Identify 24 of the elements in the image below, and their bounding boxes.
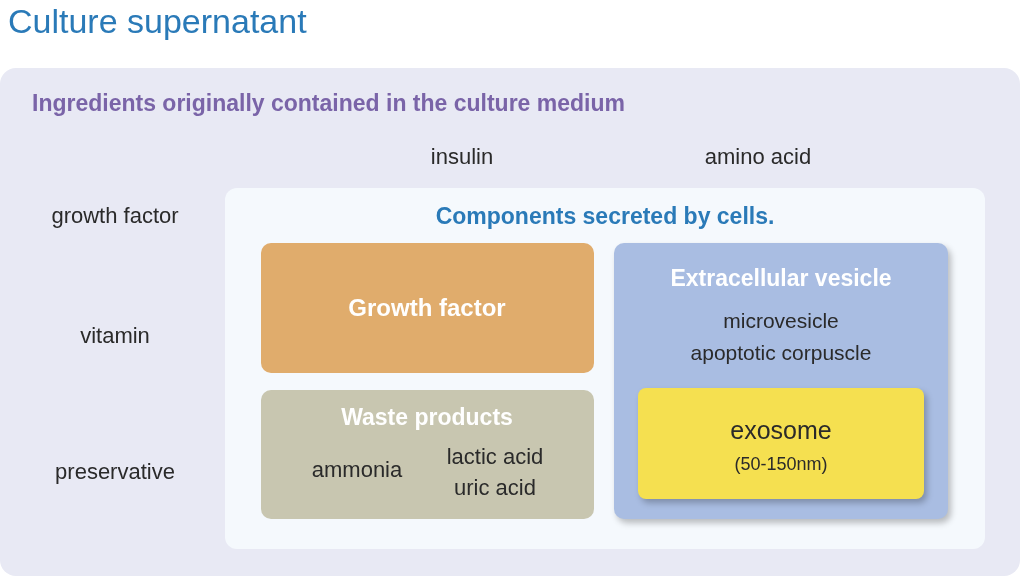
inner-panel <box>225 188 985 549</box>
ingredient-label: preservative <box>55 459 175 485</box>
group-heading: Components secreted by cells. <box>435 202 775 230</box>
group-heading: Ingredients originally contained in the culture medium <box>32 89 625 117</box>
ingredient-label: amino acid <box>704 144 812 170</box>
category-heading: Extracellular vesicle <box>670 264 892 292</box>
category-box <box>261 243 594 373</box>
ingredient-label: vitamin <box>80 323 150 349</box>
item-text: ammonia <box>311 457 403 483</box>
title: Culture supernatant <box>8 2 307 41</box>
outer-panel <box>0 68 1020 576</box>
category-heading: Waste products <box>341 403 513 431</box>
category-box <box>614 243 948 519</box>
category-label: Growth factor <box>348 294 506 322</box>
item-text: apoptotic corpuscle <box>690 341 872 365</box>
item-text: lactic acid <box>446 444 544 470</box>
item-text: microvesicle <box>723 309 839 333</box>
size-note: (50-150nm) <box>734 453 828 475</box>
category-box <box>261 390 594 519</box>
ingredient-label: growth factor <box>51 203 179 229</box>
category-heading: exosome <box>730 415 832 445</box>
ingredient-label: insulin <box>430 144 494 170</box>
item-text: uric acid <box>454 475 536 501</box>
highlight-box <box>638 388 924 499</box>
